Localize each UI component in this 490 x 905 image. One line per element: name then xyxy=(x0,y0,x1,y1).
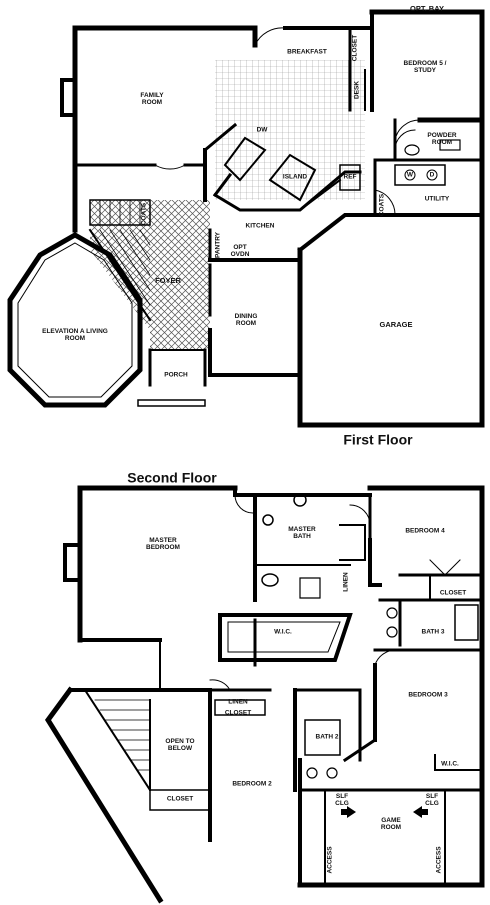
desk-label: DESK xyxy=(353,80,361,100)
closet-small-label: CLOSET xyxy=(166,795,194,803)
opt-bay-label: OPT. BAY xyxy=(410,4,444,14)
closet-bedroom-4-label: CLOSET xyxy=(439,589,467,597)
ref-label: REF xyxy=(343,173,357,181)
kitchen-label: KITCHEN xyxy=(245,222,275,230)
island-label: ISLAND xyxy=(282,173,308,181)
access-left-label: ACCESS xyxy=(326,846,334,874)
wic-bedroom-3-label: W.I.C. xyxy=(441,760,459,768)
access-right-label: ACCESS xyxy=(435,846,443,874)
slf-clg-right-arrow-icon xyxy=(413,806,428,818)
master-bath-label: MASTER BATH xyxy=(288,526,316,540)
linen-master-label: LINEN xyxy=(342,572,350,592)
first-floor-plan xyxy=(7,9,485,428)
master-bedroom-label: MASTER BEDROOM xyxy=(146,537,180,551)
bath-3-label: BATH 3 xyxy=(421,628,445,636)
bedroom-4-label: BEDROOM 4 xyxy=(405,527,445,535)
garage-label: GARAGE xyxy=(379,320,413,330)
dryer-label: D xyxy=(429,171,435,179)
pantry-label: PANTRY xyxy=(214,232,222,258)
slf-clg-left-arrow-icon xyxy=(341,806,356,818)
first-floor-title: First Floor xyxy=(343,431,413,448)
utility-label: UTILITY xyxy=(424,195,450,203)
dw-label: DW xyxy=(256,126,268,134)
coats-foyer-label: COATS xyxy=(140,202,148,226)
dining-room-label: DINING ROOM xyxy=(234,313,258,327)
porch-label: PORCH xyxy=(164,371,188,379)
elevation-living-room-label: ELEVATION A LIVING ROOM xyxy=(42,328,108,342)
opt-ovdn-label: OPT OVDN xyxy=(230,244,250,258)
game-room-label: GAME ROOM xyxy=(380,817,402,831)
wic-master-label: W.I.C. xyxy=(274,628,292,636)
closet-top-label: CLOSET xyxy=(351,34,359,62)
closet-hall-label: CLOSET xyxy=(224,709,252,717)
second-floor-plan xyxy=(44,485,485,904)
bedroom-5-study-label: BEDROOM 5 / STUDY xyxy=(403,60,447,74)
family-room-label: FAMILY ROOM xyxy=(140,92,164,106)
second-floor-title: Second Floor xyxy=(127,469,217,486)
washer-label: W xyxy=(406,171,414,179)
bedroom-3-label: BEDROOM 3 xyxy=(408,691,448,699)
bath-2-label: BATH 2 xyxy=(315,733,339,741)
linen-hall-label: LINEN xyxy=(228,698,248,706)
slf-clg-left-label: SLF CLG xyxy=(335,793,349,807)
powder-room-label: POWDER ROOM xyxy=(427,132,457,146)
bedroom-2-label: BEDROOM 2 xyxy=(232,780,272,788)
foyer-label: FOYER xyxy=(155,276,181,286)
slf-clg-right-label: SLF CLG xyxy=(425,793,439,807)
open-to-below-label: OPEN TO BELOW xyxy=(165,738,195,752)
breakfast-label: BREAKFAST xyxy=(287,48,327,56)
coats-utility-label: COATS xyxy=(378,193,386,217)
